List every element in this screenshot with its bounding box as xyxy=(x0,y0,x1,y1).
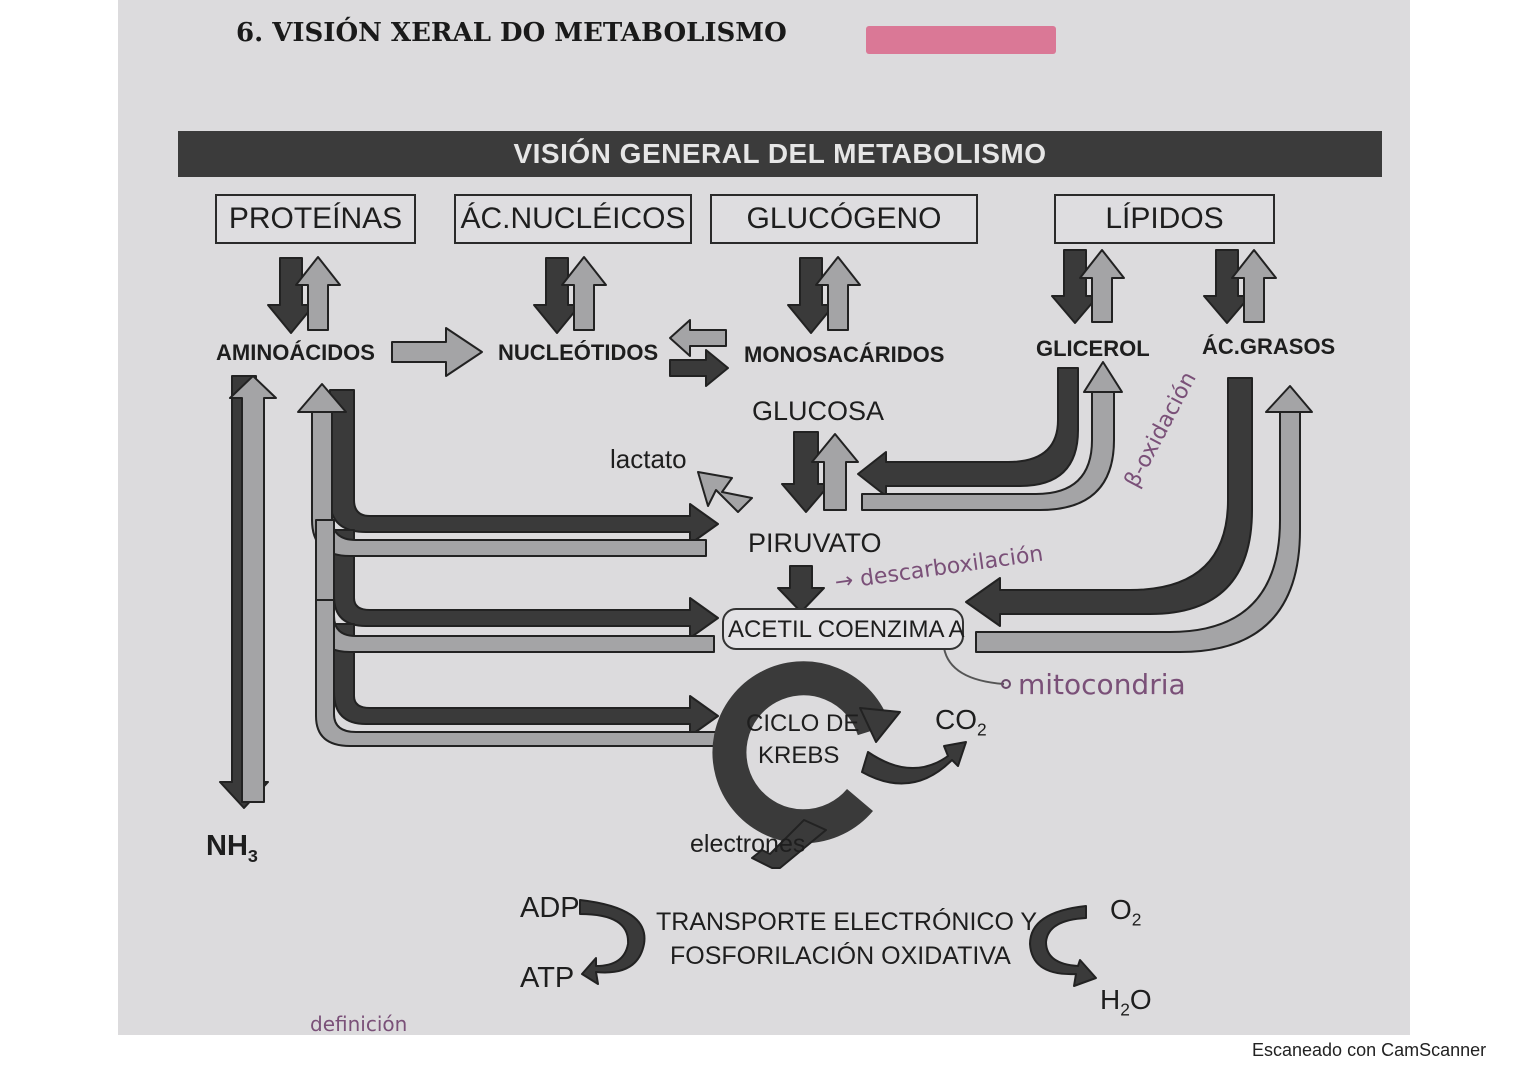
label-ciclo-krebs-1: CICLO DE xyxy=(746,710,860,737)
nucleotidos-to-monosacaridos-arrow xyxy=(669,349,729,387)
camscanner-watermark: Escaneado con CamScanner xyxy=(1252,1040,1487,1060)
aminoacidos-to-nucleotidos-arrow xyxy=(391,327,483,377)
glucogeno-down-arrow xyxy=(787,257,835,334)
handwritten-mitocondria: mitocondria xyxy=(1018,668,1186,701)
nh3-text: NH xyxy=(206,830,248,862)
label-co2: CO2 xyxy=(935,704,987,741)
electrones-arrow xyxy=(751,819,827,869)
h2o-subscript: 2 xyxy=(1120,999,1130,1020)
co2-text: CO xyxy=(935,704,977,735)
label-h2o: H2O xyxy=(1100,984,1152,1021)
glicerol-down-arrow xyxy=(1051,249,1099,324)
glicerol-to-glucosa-arrow xyxy=(857,367,1079,497)
acetil-to-acgrasos-arrow xyxy=(975,409,1301,653)
acgrasos-down-arrow xyxy=(1203,249,1251,324)
box-glucogeno: GLUCÓGENO xyxy=(710,194,978,244)
glucosa-to-glicerol-arrow xyxy=(861,389,1115,511)
acetil-coa-box xyxy=(722,608,964,650)
label-atp: ATP xyxy=(520,962,575,994)
aminoacidos-to-piruvato-arrow xyxy=(329,389,719,545)
label-lactato: lactato xyxy=(610,444,687,474)
glicerol-up-arrow xyxy=(1079,249,1125,323)
label-adp: ADP xyxy=(520,892,580,924)
piruvato-to-aminoacidos-arrow xyxy=(311,409,707,557)
label-glucosa: GLUCOSA xyxy=(752,396,885,426)
proteinas-up-arrow xyxy=(295,256,341,331)
aminoacidos-to-acetil-arrow xyxy=(333,529,719,639)
glucogeno-up-arrow xyxy=(815,256,861,331)
o2-h2o-arrow xyxy=(1029,905,1097,987)
label-monosacaridos: MONOSACÁRIDOS xyxy=(744,342,945,367)
nh3-to-aminoacidos-arrow xyxy=(229,375,277,803)
handwritten-definicion: definición xyxy=(310,1012,408,1036)
mitocondria-pointer-line xyxy=(943,647,1005,685)
section-title: 6. VISIÓN XERAL DO METABOLISMO xyxy=(236,18,787,48)
glucosa-down-arrow xyxy=(781,431,831,513)
banner-title: VISIÓN GENERAL DEL METABOLISMO xyxy=(178,131,1382,177)
label-nucleotidos: NUCLEÓTIDOS xyxy=(498,340,659,365)
label-piruvato: PIRUVATO xyxy=(748,528,882,558)
co2-arrow xyxy=(861,741,967,785)
label-ciclo-krebs-2: KREBS xyxy=(758,742,840,769)
adp-atp-arrow xyxy=(579,899,646,985)
label-acetil-coa: ACETIL COENZIMA A xyxy=(728,616,965,643)
glucosa-up-arrow xyxy=(811,433,859,511)
h2o-h: H xyxy=(1100,984,1121,1015)
label-acidos-grasos: ÁC.GRASOS xyxy=(1202,334,1336,359)
o2-subscript: 2 xyxy=(1131,909,1142,930)
label-aminoacidos: AMINOÁCIDOS xyxy=(216,340,375,365)
acnucleicos-up-arrow xyxy=(561,256,607,331)
aminoacidos-to-krebs-arrow xyxy=(333,623,719,737)
label-transporte-2: FOSFORILACIÓN OXIDATIVA xyxy=(670,942,1011,970)
o2-text: O xyxy=(1110,894,1132,925)
label-glicerol: GLICEROL xyxy=(1036,336,1150,361)
mitocondria-pointer-dot xyxy=(1001,679,1011,689)
box-proteinas: PROTEÍNAS xyxy=(215,194,416,244)
acgrasos-to-acetil-arrow xyxy=(965,377,1253,627)
monosacaridos-to-nucleotidos-arrow xyxy=(669,319,727,357)
nh3-subscript: 3 xyxy=(247,845,258,866)
label-electrones: electrones xyxy=(690,830,806,858)
label-o2: O2 xyxy=(1110,894,1141,931)
acnucleicos-down-arrow xyxy=(533,257,581,334)
highlighter-mark xyxy=(866,26,1056,54)
acgrasos-up-arrow xyxy=(1231,249,1277,323)
co2-subscript: 2 xyxy=(977,719,987,740)
box-acidos-nucleicos: ÁC.NUCLÉICOS xyxy=(454,194,692,244)
lactato-arrow xyxy=(697,471,753,513)
proteinas-down-arrow xyxy=(267,257,315,334)
piruvato-down-arrow xyxy=(777,565,825,613)
h2o-o: O xyxy=(1129,984,1152,1015)
label-transporte-1: TRANSPORTE ELECTRÓNICO Y xyxy=(656,908,1038,936)
label-nh3: NH3 xyxy=(206,830,258,867)
box-lipidos: LÍPIDOS xyxy=(1054,194,1275,244)
